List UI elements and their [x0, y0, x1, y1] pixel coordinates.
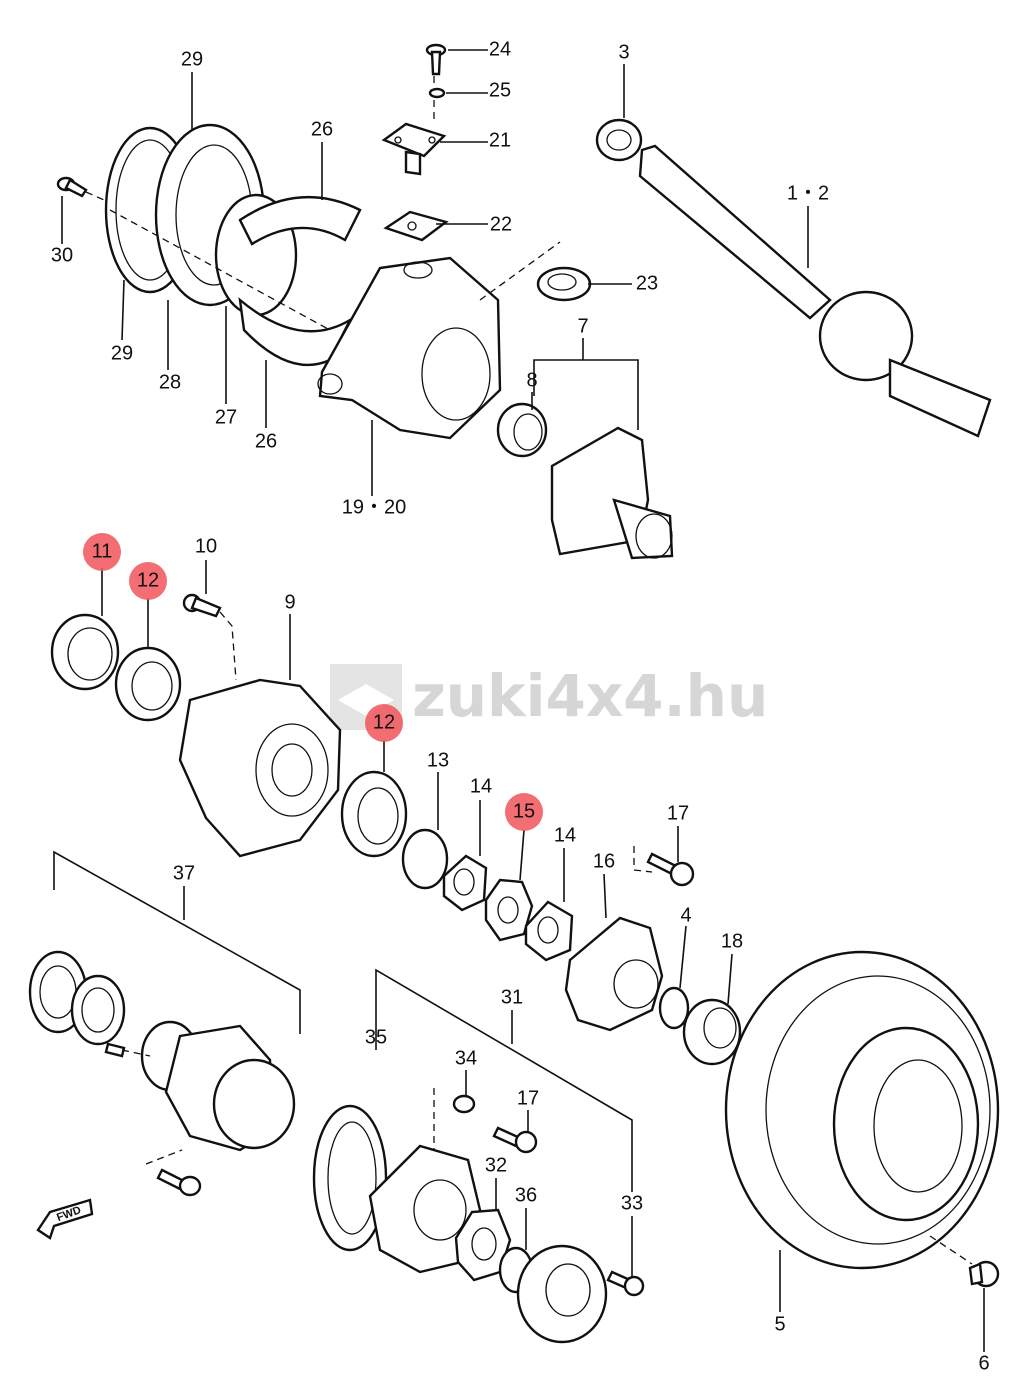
highlight-15 [505, 793, 543, 831]
label-25: 25 [489, 79, 511, 101]
bearing-12-outer [340, 770, 408, 858]
label-15: 15 [513, 800, 535, 822]
bolt-24 [425, 43, 447, 76]
screw-37c [104, 1042, 126, 1058]
highlight-11 [83, 533, 121, 571]
label-29a: 29 [181, 48, 203, 70]
label-37: 37 [173, 862, 195, 884]
label-5: 5 [774, 1313, 785, 1335]
gasket-35 [312, 1104, 388, 1252]
label-17a: 17 [667, 802, 689, 824]
label-31: 31 [501, 986, 523, 1008]
label-12a: 12 [137, 569, 159, 591]
free-wheel-cover-33 [516, 1244, 608, 1344]
snap-ring-13 [401, 828, 449, 890]
bolt-17a [646, 852, 695, 887]
label-29b: 29 [111, 342, 133, 364]
part-labels: 24 25 21 22 23 3 1・2 29 26 30 29 28 27 2… [51, 38, 990, 1374]
hub-bolt-10 [182, 593, 222, 618]
drive-flange-16 [564, 916, 664, 1032]
shim-22 [383, 210, 449, 242]
label-14b: 14 [554, 824, 576, 846]
seal-28-27 [154, 123, 298, 317]
lock-washer-14b [524, 900, 574, 962]
lock-washer-15 [484, 878, 534, 942]
highlight-markers [83, 533, 543, 831]
label-11: 11 [92, 540, 113, 562]
bearing-12-inner [114, 646, 182, 722]
label-13: 13 [427, 749, 449, 771]
label-33: 33 [621, 1192, 643, 1214]
label-4: 4 [680, 904, 691, 926]
plug-34 [452, 1094, 476, 1114]
label-22: 22 [490, 213, 512, 235]
bolt-33 [606, 1270, 645, 1297]
wheel-nut-6 [968, 1260, 1000, 1288]
bearing-23 [536, 266, 592, 302]
label-35: 35 [365, 1026, 387, 1048]
label-6: 6 [978, 1352, 989, 1374]
label-3: 3 [618, 41, 629, 63]
label-23: 23 [636, 272, 658, 294]
label-10: 10 [195, 535, 217, 557]
label-26a: 26 [311, 118, 333, 140]
label-32: 32 [485, 1154, 507, 1176]
label-9: 9 [284, 591, 295, 613]
brake-drum-5 [724, 950, 1000, 1270]
bushing-8 [496, 402, 548, 458]
leader-lines [53, 49, 985, 1352]
spindle-7 [550, 426, 674, 560]
highlight-12a [129, 562, 167, 600]
free-wheel-hub-37 [140, 1020, 296, 1152]
steering-knuckle-19-20 [317, 256, 502, 440]
hub-cap-18 [682, 998, 742, 1066]
label-19-20: 19・20 [342, 496, 407, 518]
label-34: 34 [455, 1047, 477, 1069]
gasket-37b [70, 974, 126, 1046]
seal-3 [595, 118, 643, 162]
label-28: 28 [159, 371, 181, 393]
drive-shaft-1-2 [638, 144, 992, 438]
lock-washer-14a [442, 854, 488, 912]
oil-seal-11 [50, 613, 120, 691]
label-27: 27 [215, 406, 237, 428]
label-7: 7 [577, 315, 588, 337]
label-12b: 12 [373, 711, 395, 733]
label-24: 24 [489, 38, 511, 60]
kingpin-plate-21 [381, 122, 447, 176]
label-36: 36 [515, 1184, 537, 1206]
wheel-hub-9 [178, 678, 342, 858]
label-16: 16 [593, 850, 615, 872]
seal-retainer-26 [238, 195, 362, 367]
label-1-2: 1・2 [787, 182, 829, 204]
label-18: 18 [721, 930, 743, 952]
bolt-30 [56, 176, 88, 198]
snap-ring-4 [658, 986, 690, 1030]
watermark-text: zuki4x4.hu [412, 662, 768, 730]
label-8: 8 [526, 369, 537, 391]
label-21: 21 [489, 129, 511, 151]
label-30: 30 [51, 244, 73, 266]
bolt-37d [156, 1168, 202, 1197]
washer-25 [428, 87, 446, 99]
label-14a: 14 [470, 775, 492, 797]
bolt-17b [492, 1126, 538, 1154]
fwd-arrow: FWD [36, 1198, 94, 1240]
label-26b: 26 [255, 430, 277, 452]
label-17b: 17 [517, 1087, 539, 1109]
highlight-12b [365, 704, 403, 742]
